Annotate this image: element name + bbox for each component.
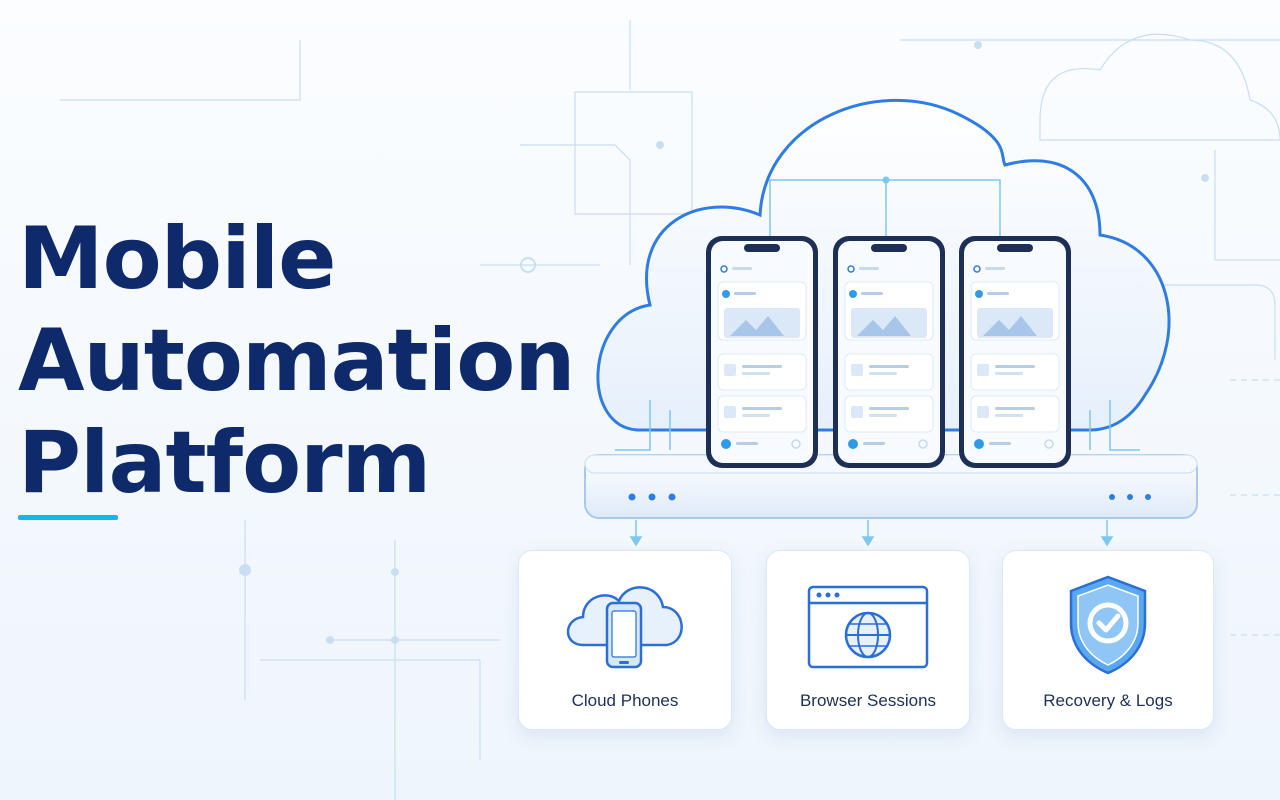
connector-arrows <box>629 520 1114 547</box>
phone-group <box>706 236 1071 468</box>
title-line-2: Automation <box>18 311 576 411</box>
feature-label: Browser Sessions <box>799 691 937 710</box>
title-underline <box>18 515 118 520</box>
feature-card-cloud-phones[interactable]: Cloud Phones <box>518 550 732 730</box>
title-line-3: Platform <box>18 413 431 513</box>
cloud-phone-icon <box>566 586 683 669</box>
feature-label: Recovery & Logs <box>1043 691 1173 710</box>
feature-card-recovery-logs[interactable]: Recovery & Logs <box>1002 550 1214 730</box>
feature-card-browser-sessions[interactable]: Browser Sessions <box>766 550 970 730</box>
phone-mockup <box>833 236 945 468</box>
phone-mockup <box>706 236 818 468</box>
background-nodes <box>239 41 1209 644</box>
phone-mockup <box>959 236 1071 468</box>
browser-globe-icon <box>807 585 929 669</box>
title-line-1: Mobile <box>18 209 337 309</box>
background-circuit-lines <box>60 20 1280 800</box>
feature-label: Cloud Phones <box>571 691 679 710</box>
shield-check-icon <box>1069 575 1147 675</box>
page-title: Mobile Automation Platform <box>18 208 576 514</box>
